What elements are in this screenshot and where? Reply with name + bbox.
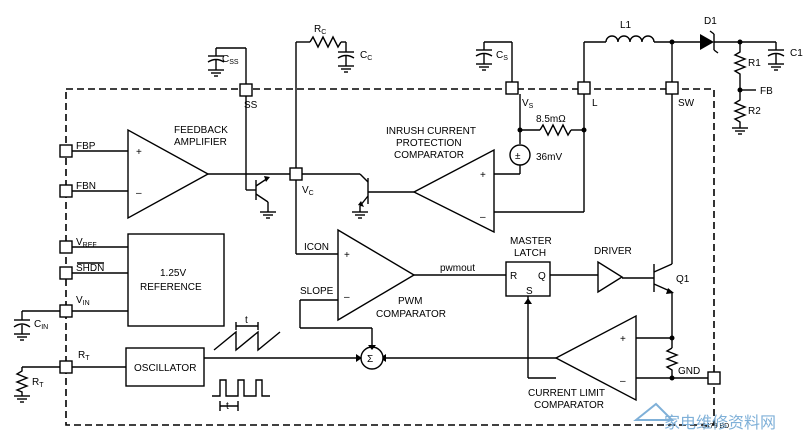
inductor-l1: L1 — [584, 20, 700, 45]
pin-shdn: SHDN — [59, 262, 128, 280]
svg-text:Σ: Σ — [367, 354, 373, 365]
cin-capacitor: CIN — [13, 310, 60, 341]
svg-text:CURRENT LIMIT: CURRENT LIMIT — [528, 388, 605, 399]
svg-text:VS: VS — [522, 98, 534, 110]
svg-text:–: – — [480, 212, 486, 223]
inrush-transistor — [352, 173, 414, 219]
svg-text:FEEDBACK: FEEDBACK — [174, 125, 228, 136]
svg-text:R2: R2 — [748, 106, 761, 117]
svg-text:Q: Q — [538, 271, 546, 282]
resistor-divider: R1 FB R2 — [732, 42, 773, 135]
svg-text:CC: CC — [360, 50, 372, 62]
pin-fbp: FBP — [59, 141, 128, 158]
svg-text:S: S — [526, 286, 533, 297]
pin-sw: SW — [665, 42, 695, 264]
inrush-comparator: + – INRUSH CURRENT PROTECTION COMPARATOR — [386, 126, 495, 234]
svg-text:36mV: 36mV — [536, 152, 562, 163]
svg-text:FB: FB — [760, 86, 773, 97]
svg-text:C1: C1 — [790, 48, 803, 59]
pin-vc: RC CC VC ICON — [289, 24, 372, 255]
pin-vin: VIN — [59, 295, 128, 318]
svg-text:VREF: VREF — [76, 237, 97, 249]
svg-text:OSCILLATOR: OSCILLATOR — [134, 363, 196, 374]
svg-text:PROTECTION: PROTECTION — [396, 138, 462, 149]
svg-text:VIN: VIN — [76, 295, 90, 307]
svg-text:–: – — [344, 292, 350, 303]
ramp-waveform: t — [213, 315, 281, 352]
svg-text:CS: CS — [496, 50, 508, 62]
svg-text:DRIVER: DRIVER — [594, 246, 632, 257]
pulse-waveform: t — [212, 379, 270, 412]
reference-block: 1.25V REFERENCE — [127, 233, 225, 327]
diode-d1: D1 — [700, 16, 776, 54]
svg-text:–: – — [620, 376, 626, 387]
pin-l: L — [494, 42, 598, 213]
svg-text:LATCH: LATCH — [514, 248, 546, 259]
svg-text:RT: RT — [78, 350, 90, 362]
pin-vref: VREF — [59, 237, 128, 254]
driver: DRIVER — [594, 246, 632, 294]
summing-node: Σ — [204, 345, 384, 370]
watermark: 家电维修资料网 — [633, 402, 776, 432]
svg-text:COMPARATOR: COMPARATOR — [394, 150, 464, 161]
svg-text:R1: R1 — [748, 58, 761, 69]
svg-text:pwmout: pwmout — [440, 263, 475, 274]
svg-text:CSS: CSS — [222, 54, 239, 66]
svg-text:COMPARATOR: COMPARATOR — [534, 400, 604, 411]
pin-gnd: GND — [678, 366, 721, 385]
pin-vs: CS VS 8.5mΩ ± 36mV — [475, 41, 587, 175]
svg-text:MASTER: MASTER — [510, 236, 552, 247]
svg-text:SS: SS — [244, 100, 258, 111]
svg-text:REFERENCE: REFERENCE — [140, 282, 202, 293]
svg-text:L: L — [592, 98, 598, 109]
current-limit-comparator: + – CURRENT LIMIT COMPARATOR — [380, 314, 637, 411]
svg-text:COMPARATOR: COMPARATOR — [376, 309, 446, 320]
rt-resistor: RT — [14, 366, 60, 403]
pwm-comparator: + – PWM COMPARATOR pwmout SLOPE — [299, 228, 506, 346]
svg-text:ICON: ICON — [304, 242, 329, 253]
capacitor-c1: C1 — [767, 42, 803, 71]
svg-text:+: + — [620, 334, 626, 345]
figure-id: 3479 BD — [702, 423, 729, 430]
svg-text:±: ± — [515, 151, 521, 162]
feedback-amplifier: + – FEEDBACK AMPLIFIER — [127, 125, 290, 220]
svg-text:t: t — [245, 315, 248, 326]
oscillator-block: OSCILLATOR — [125, 347, 205, 387]
transistor-q1: Q1 — [622, 263, 708, 381]
pin-ss: CSS SS — [207, 47, 258, 172]
ic-boundary — [65, 88, 715, 426]
pin-fbn: FBN — [59, 181, 128, 198]
svg-text:SLOPE: SLOPE — [300, 286, 334, 297]
svg-text:8.5mΩ: 8.5mΩ — [536, 114, 566, 125]
svg-text:PWM: PWM — [398, 296, 422, 307]
svg-text:CIN: CIN — [34, 319, 48, 331]
svg-text:Q1: Q1 — [676, 274, 690, 285]
pin-rt: RT — [59, 350, 126, 374]
svg-text:RT: RT — [32, 377, 44, 389]
svg-text:AMPLIFIER: AMPLIFIER — [174, 137, 227, 148]
svg-text:INRUSH CURRENT: INRUSH CURRENT — [386, 126, 476, 137]
svg-text:家电维修资料网: 家电维修资料网 — [664, 413, 776, 432]
svg-text:R: R — [510, 271, 517, 282]
svg-text:+: + — [480, 170, 486, 181]
svg-text:FBN: FBN — [76, 181, 96, 192]
ss-transistor — [245, 172, 276, 219]
svg-text:FBP: FBP — [76, 141, 96, 152]
svg-text:VC: VC — [302, 185, 314, 197]
svg-text:GND: GND — [678, 366, 700, 377]
master-latch: R Q S MASTER LATCH — [505, 236, 598, 379]
svg-text:1.25V: 1.25V — [160, 268, 186, 279]
svg-text:–: – — [136, 188, 142, 199]
svg-text:+: + — [344, 250, 350, 261]
svg-text:D1: D1 — [704, 16, 717, 27]
svg-text:RC: RC — [314, 24, 326, 36]
svg-text:+: + — [136, 147, 142, 158]
svg-text:SHDN: SHDN — [76, 263, 104, 274]
svg-text:SW: SW — [678, 98, 695, 109]
svg-text:t: t — [226, 401, 229, 412]
svg-text:L1: L1 — [620, 20, 632, 31]
